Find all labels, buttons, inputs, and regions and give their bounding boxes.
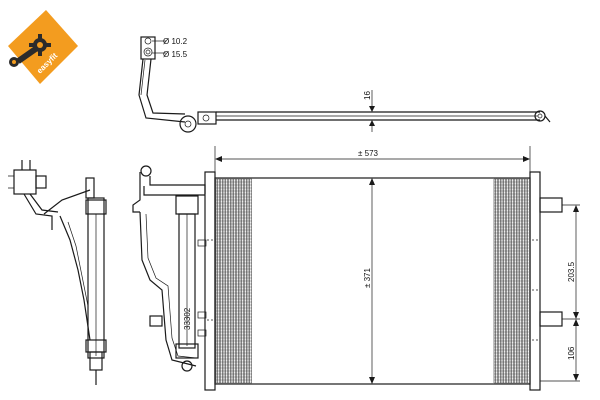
pipe-connector-block: [140, 36, 156, 60]
side-connector: [13, 169, 37, 195]
dimensions: [214, 146, 579, 384]
core-outline: [214, 177, 531, 385]
side-receiver-column: [87, 197, 105, 359]
part-number-label: 33302: [183, 307, 192, 330]
upper-mount-height-label: 203.5: [567, 261, 576, 282]
pipe-fitting: [179, 115, 197, 133]
easyfit-logo: easyfit: [8, 10, 78, 84]
upper-mount-bracket: [539, 197, 563, 213]
wrench-icon: [9, 46, 38, 67]
core-width-label: ± 573: [358, 149, 379, 158]
right-tank: [529, 171, 541, 391]
side-view: [8, 160, 107, 385]
receiver-drier: 33302: [132, 165, 207, 372]
gear-icon: [29, 34, 51, 56]
core-height-label: ± 371: [363, 267, 372, 288]
fin-pattern-left: [215, 178, 252, 384]
condenser-core: [204, 171, 580, 391]
bracket-offset-label: 16: [363, 91, 372, 100]
left-tank: [204, 171, 216, 391]
lower-mount-bracket: [539, 311, 563, 327]
pipe-diameter-label-2: Ø 15.5: [163, 50, 188, 59]
pipe-diameter-label-1: Ø 10.2: [163, 37, 188, 46]
lower-mount-height-label: 106: [567, 346, 576, 360]
top-pipe-assembly: [138, 36, 551, 133]
fin-pattern-right: [493, 178, 529, 384]
